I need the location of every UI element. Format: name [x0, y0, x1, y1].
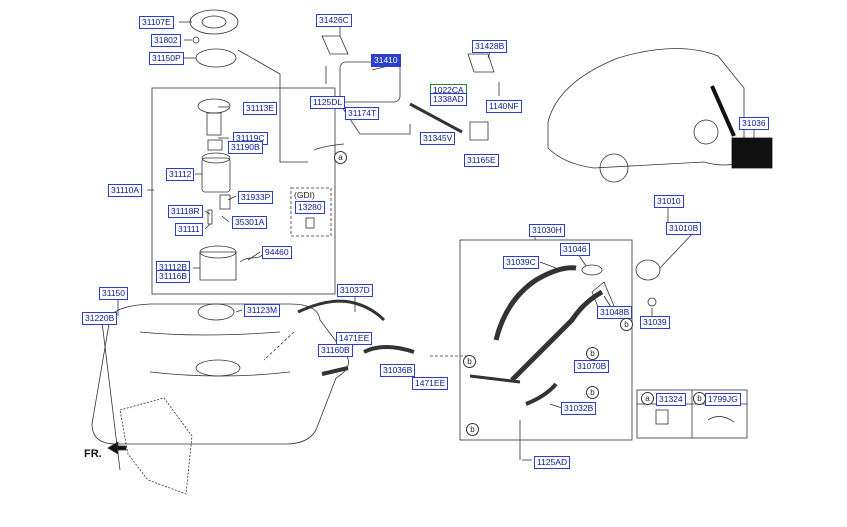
heat-shield-31220b: [119, 397, 193, 495]
legend-callout-b: b: [693, 392, 706, 405]
part-label-1799jg[interactable]: 1799JG: [705, 393, 741, 406]
filler-pipe-31030h: [493, 265, 577, 341]
gdi-label: (GDI): [294, 190, 315, 200]
callout-b-3: b: [463, 355, 476, 368]
part-label-31107e[interactable]: 31107E: [139, 16, 174, 29]
strainer-31112b: [199, 251, 237, 281]
callout-b-4: b: [466, 423, 479, 436]
canister-31410: [339, 61, 401, 103]
part-label-1140nf[interactable]: 1140NF: [486, 100, 522, 113]
hose-31037d: [297, 299, 386, 322]
part-label-31174t[interactable]: 31174T: [345, 107, 380, 120]
part-label-31324[interactable]: 31324: [656, 393, 686, 406]
part-label-31150p[interactable]: 31150P: [149, 52, 184, 65]
part-label-31112[interactable]: 31112: [166, 168, 195, 181]
bracket-31032b: [525, 382, 558, 406]
part-label-31039[interactable]: 31039: [640, 316, 670, 329]
part-label-31032b[interactable]: 31032B: [561, 402, 597, 415]
part-label-31220b-top[interactable]: 31220B: [82, 312, 118, 325]
gasket-31150p: [195, 48, 237, 68]
part-label-31039c[interactable]: 31039C: [503, 256, 539, 269]
part-label-35301a[interactable]: 35301A: [232, 216, 268, 229]
callout-b-5: b: [620, 318, 633, 331]
legend-callout-a: a: [641, 392, 654, 405]
bolt-31802: [192, 36, 200, 44]
part-label-31150[interactable]: 31150: [99, 287, 129, 300]
part-label-1338ad[interactable]: 1338AD: [430, 93, 467, 106]
hose-31036b: [363, 345, 415, 354]
part-label-31036b[interactable]: 31036B: [380, 364, 416, 377]
part-label-94460[interactable]: 94460: [262, 246, 292, 259]
part-label-31426c[interactable]: 31426C: [316, 14, 352, 27]
part-label-31933p[interactable]: 31933P: [238, 191, 274, 204]
vehicle-outline: [547, 48, 745, 169]
part-label-31190b[interactable]: 31190B: [228, 141, 263, 154]
part-label-31030h[interactable]: 31030H: [529, 224, 565, 237]
part-label-31111[interactable]: 31111: [175, 223, 203, 236]
part-label-31070b[interactable]: 31070B: [574, 360, 610, 373]
bracket-31426c: [321, 35, 349, 55]
part-label-31010b[interactable]: 31010B: [666, 222, 702, 235]
part-label-13280[interactable]: 13280: [295, 201, 325, 214]
part-label-1471ee-a[interactable]: 1471EE: [336, 332, 373, 345]
part-label-31160b[interactable]: 31160B: [318, 344, 353, 357]
part-label-31037d[interactable]: 31037D: [337, 284, 373, 297]
part-label-31118r[interactable]: 31118R: [168, 205, 203, 218]
gdi-frame: [290, 187, 332, 237]
bracket-31428b: [467, 53, 495, 73]
valve-31165e: [469, 121, 489, 141]
callout-b-2: b: [586, 386, 599, 399]
part-label-31036[interactable]: 31036: [739, 117, 769, 130]
part-label-31345v[interactable]: 31345V: [420, 132, 456, 145]
fuel-cap-31010: [635, 259, 661, 281]
part-label-31410[interactable]: 31410: [371, 54, 401, 67]
label-plate-31036: [731, 137, 773, 169]
front-direction-label: FR.: [84, 448, 102, 460]
pump-module-frame: [151, 87, 336, 295]
callout-a: a: [334, 151, 347, 164]
fuel-tank: [91, 303, 349, 445]
part-label-31123m[interactable]: 31123M: [244, 304, 281, 317]
part-label-31802[interactable]: 31802: [151, 34, 181, 47]
gasket-31123m: [197, 303, 235, 321]
part-label-1471ee-b[interactable]: 1471EE: [412, 377, 449, 390]
fuel-pump-31112: [201, 157, 231, 193]
part-label-31110a[interactable]: 31110A: [108, 184, 143, 197]
filler-frame: [459, 239, 633, 441]
part-label-31048b[interactable]: 31048B: [597, 306, 633, 319]
part-label-31010[interactable]: 31010: [654, 195, 684, 208]
pump-flange: [197, 98, 231, 114]
lock-ring-cap: [189, 9, 239, 35]
part-label-1125dl[interactable]: 1125DL: [310, 96, 346, 109]
part-label-31113e[interactable]: 31113E: [243, 102, 278, 115]
callout-b-1: b: [586, 347, 599, 360]
part-label-31428b[interactable]: 31428B: [472, 40, 508, 53]
part-label-31046[interactable]: 31046: [560, 243, 590, 256]
part-label-1125ad[interactable]: 1125AD: [534, 456, 571, 469]
part-label-31165e[interactable]: 31165E: [464, 154, 499, 167]
part-label-31116b[interactable]: 31116B: [156, 270, 191, 283]
